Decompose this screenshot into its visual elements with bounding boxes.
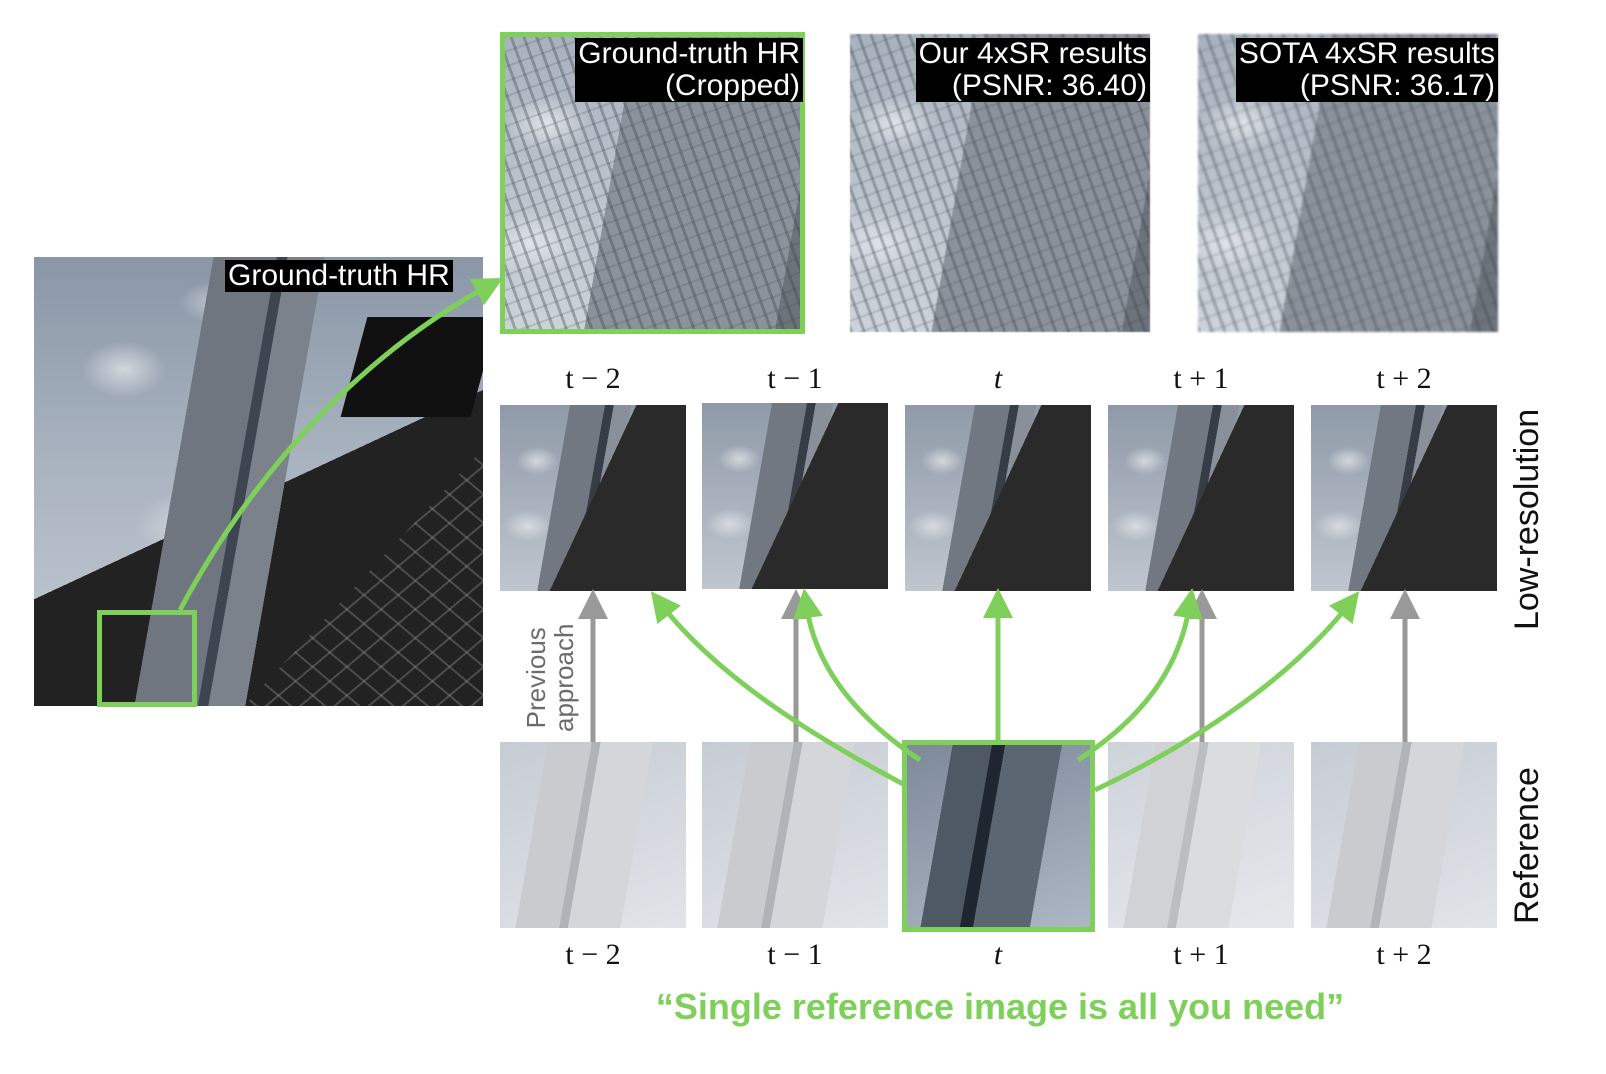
lr-frame-image xyxy=(1311,405,1497,591)
sota-result-label: SOTA 4xSR results(PSNR: 36.17) xyxy=(1235,38,1498,102)
gt-cropped-frame xyxy=(500,32,805,334)
ref-selected-frame xyxy=(902,740,1095,932)
ref-time-label: t xyxy=(993,938,1003,971)
previous-approach-label: Previous approach xyxy=(521,623,579,732)
gt-cropped-label: Ground-truth HR(Cropped) xyxy=(575,38,803,102)
lr-time-label: t − 2 xyxy=(565,362,621,395)
crop-region-box xyxy=(97,610,197,707)
lr-frame-image xyxy=(905,405,1091,591)
main-image-label: Ground-truth HR xyxy=(225,260,453,292)
green-arrow xyxy=(793,588,922,763)
our-result-label: Our 4xSR results(PSNR: 36.40) xyxy=(915,38,1150,102)
ref-frame-image xyxy=(1311,742,1497,928)
lr-time-label: t − 1 xyxy=(767,362,823,395)
lr-time-label: t xyxy=(993,362,1003,395)
lr-time-label: t + 1 xyxy=(1173,362,1229,395)
lr-frame-image xyxy=(1108,405,1294,591)
ref-frame-image xyxy=(702,742,888,928)
row-label-reference: Reference xyxy=(1508,767,1546,924)
ref-time-label: t + 2 xyxy=(1376,938,1432,971)
ref-selected-image xyxy=(905,742,1091,928)
ref-frame-image xyxy=(1108,742,1294,928)
green-arrow xyxy=(1076,588,1203,763)
ref-time-label: t − 1 xyxy=(767,938,823,971)
lr-frame-image xyxy=(702,403,888,589)
caption: “Single reference image is all you need” xyxy=(655,986,1345,1027)
ref-frame-image xyxy=(500,742,686,928)
row-label-low-resolution: Low-resolution xyxy=(1508,408,1546,630)
ref-time-label: t − 2 xyxy=(565,938,621,971)
ref-time-label: t + 1 xyxy=(1173,938,1229,971)
lr-frame-image xyxy=(500,405,686,591)
lr-time-label: t + 2 xyxy=(1376,362,1432,395)
